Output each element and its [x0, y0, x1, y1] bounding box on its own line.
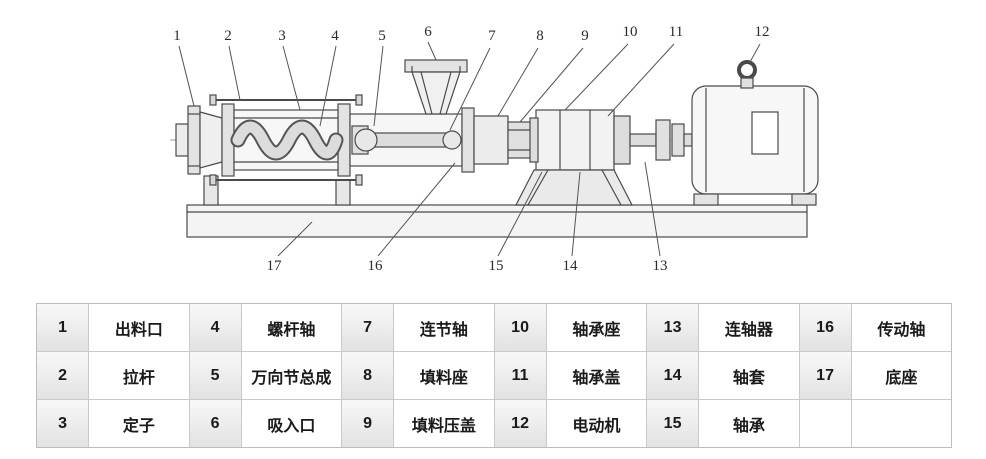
callout-9: 9	[581, 28, 589, 44]
part-name-cell: 传动轴	[851, 304, 951, 351]
part-name-cell: 底座	[851, 352, 951, 399]
callout-6: 6	[424, 24, 432, 40]
bearing-pedestal	[515, 169, 633, 206]
tie-rods	[209, 94, 363, 186]
callout-8: 8	[536, 28, 544, 44]
callout-labels: 1 2 3 4 5 6 7 8 9 10 11 12 13 14 15 16 1…	[173, 24, 769, 274]
callout-14: 14	[563, 258, 579, 274]
callout-16: 16	[368, 258, 384, 274]
part-number-cell: 9	[342, 400, 394, 447]
part-number-cell: 12	[494, 400, 546, 447]
part-name-cell: 填料座	[394, 352, 494, 399]
part-name-cell: 拉杆	[89, 352, 189, 399]
suction-housing	[349, 107, 475, 173]
part-name-cell: 出料口	[89, 304, 189, 351]
suction-inlet	[404, 59, 468, 115]
part-number-cell: 17	[799, 352, 851, 399]
part-number-cell: 8	[342, 352, 394, 399]
part-number-cell: 4	[189, 304, 241, 351]
callout-7: 7	[488, 28, 496, 44]
part-name-cell: 连轴器	[699, 304, 799, 351]
part-name-cell: 轴套	[699, 352, 799, 399]
callout-3: 3	[278, 28, 286, 44]
part-number-cell: 13	[647, 304, 699, 351]
terminal-box	[751, 111, 779, 155]
part-number-cell: 2	[37, 352, 89, 399]
part-number-cell: 16	[799, 304, 851, 351]
motor	[691, 60, 819, 206]
callout-leaders	[178, 41, 761, 257]
coupling-assembly	[629, 119, 693, 161]
discharge-port	[175, 105, 223, 175]
part-name-cell: 吸入口	[241, 400, 341, 447]
callout-10: 10	[623, 24, 638, 40]
part-name-cell: 轴承盖	[546, 352, 646, 399]
callout-2: 2	[224, 28, 232, 44]
part-name-cell: 螺杆轴	[241, 304, 341, 351]
stator-assembly	[221, 103, 351, 177]
callout-13: 13	[653, 258, 668, 274]
part-number-cell: 15	[647, 400, 699, 447]
part-name-cell: 万向节总成	[241, 352, 341, 399]
part-number-cell: 3	[37, 400, 89, 447]
callout-15: 15	[489, 258, 504, 274]
part-number-cell: 6	[189, 400, 241, 447]
bearing-housing	[529, 109, 631, 171]
pump-diagram: 1 2 3 4 5 6 7 8 9 10 11 12 13 14 15 16 1…	[170, 24, 819, 274]
part-name-cell: 轴承	[699, 400, 799, 447]
packing-assembly	[473, 115, 537, 165]
part-name-cell: 电动机	[546, 400, 646, 447]
part-number-cell: 7	[342, 304, 394, 351]
part-name-cell	[851, 400, 951, 447]
callout-17: 17	[267, 258, 283, 274]
part-number-cell: 1	[37, 304, 89, 351]
part-number-cell: 5	[189, 352, 241, 399]
part-number-cell: 14	[647, 352, 699, 399]
part-number-cell: 10	[494, 304, 546, 351]
part-name-cell: 轴承座	[546, 304, 646, 351]
part-name-cell: 定子	[89, 400, 189, 447]
part-number-cell: 11	[494, 352, 546, 399]
part-name-cell: 连节轴	[394, 304, 494, 351]
callout-11: 11	[669, 24, 683, 40]
callout-12: 12	[755, 24, 770, 40]
lifting-eye	[737, 60, 757, 80]
part-number-cell	[799, 400, 851, 447]
callout-4: 4	[331, 28, 339, 44]
base-plate	[186, 175, 808, 238]
callout-5: 5	[378, 28, 386, 44]
part-name-cell: 填料压盖	[394, 400, 494, 447]
callout-1: 1	[173, 28, 181, 44]
